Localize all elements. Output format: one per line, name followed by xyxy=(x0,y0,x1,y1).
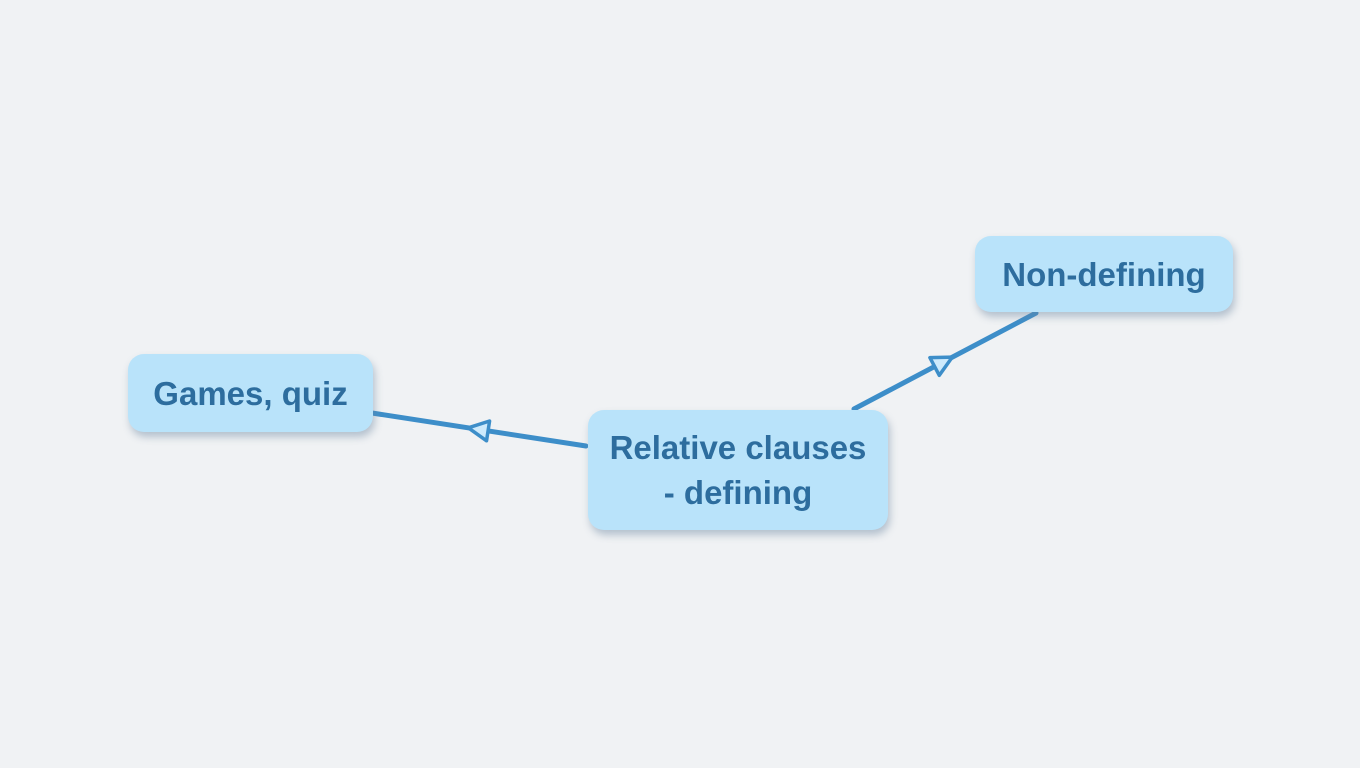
node-label: Non-defining xyxy=(1002,252,1205,297)
node-label-line: Non-defining xyxy=(1002,255,1206,293)
node-label-line: - defining xyxy=(663,474,813,511)
node-relative-clauses-defining[interactable]: Relative clauses - defining xyxy=(588,410,888,530)
node-label-line: Games, quiz xyxy=(153,374,348,412)
edge-line-relative-clauses-defining-to-non-defining xyxy=(851,310,1039,412)
node-non-defining[interactable]: Non-defining xyxy=(975,236,1233,312)
node-label: Relative clauses - defining xyxy=(610,425,867,515)
edge-arrowhead-relative-clauses-defining-to-games-quiz xyxy=(466,419,492,443)
node-label-line: Relative clauses xyxy=(609,429,867,466)
node-label: Games, quiz xyxy=(153,371,347,416)
edge-line-relative-clauses-defining-to-games-quiz xyxy=(369,410,589,449)
node-games-quiz[interactable]: Games, quiz xyxy=(128,354,373,432)
edge-arrowhead-relative-clauses-defining-to-non-defining xyxy=(928,355,955,378)
